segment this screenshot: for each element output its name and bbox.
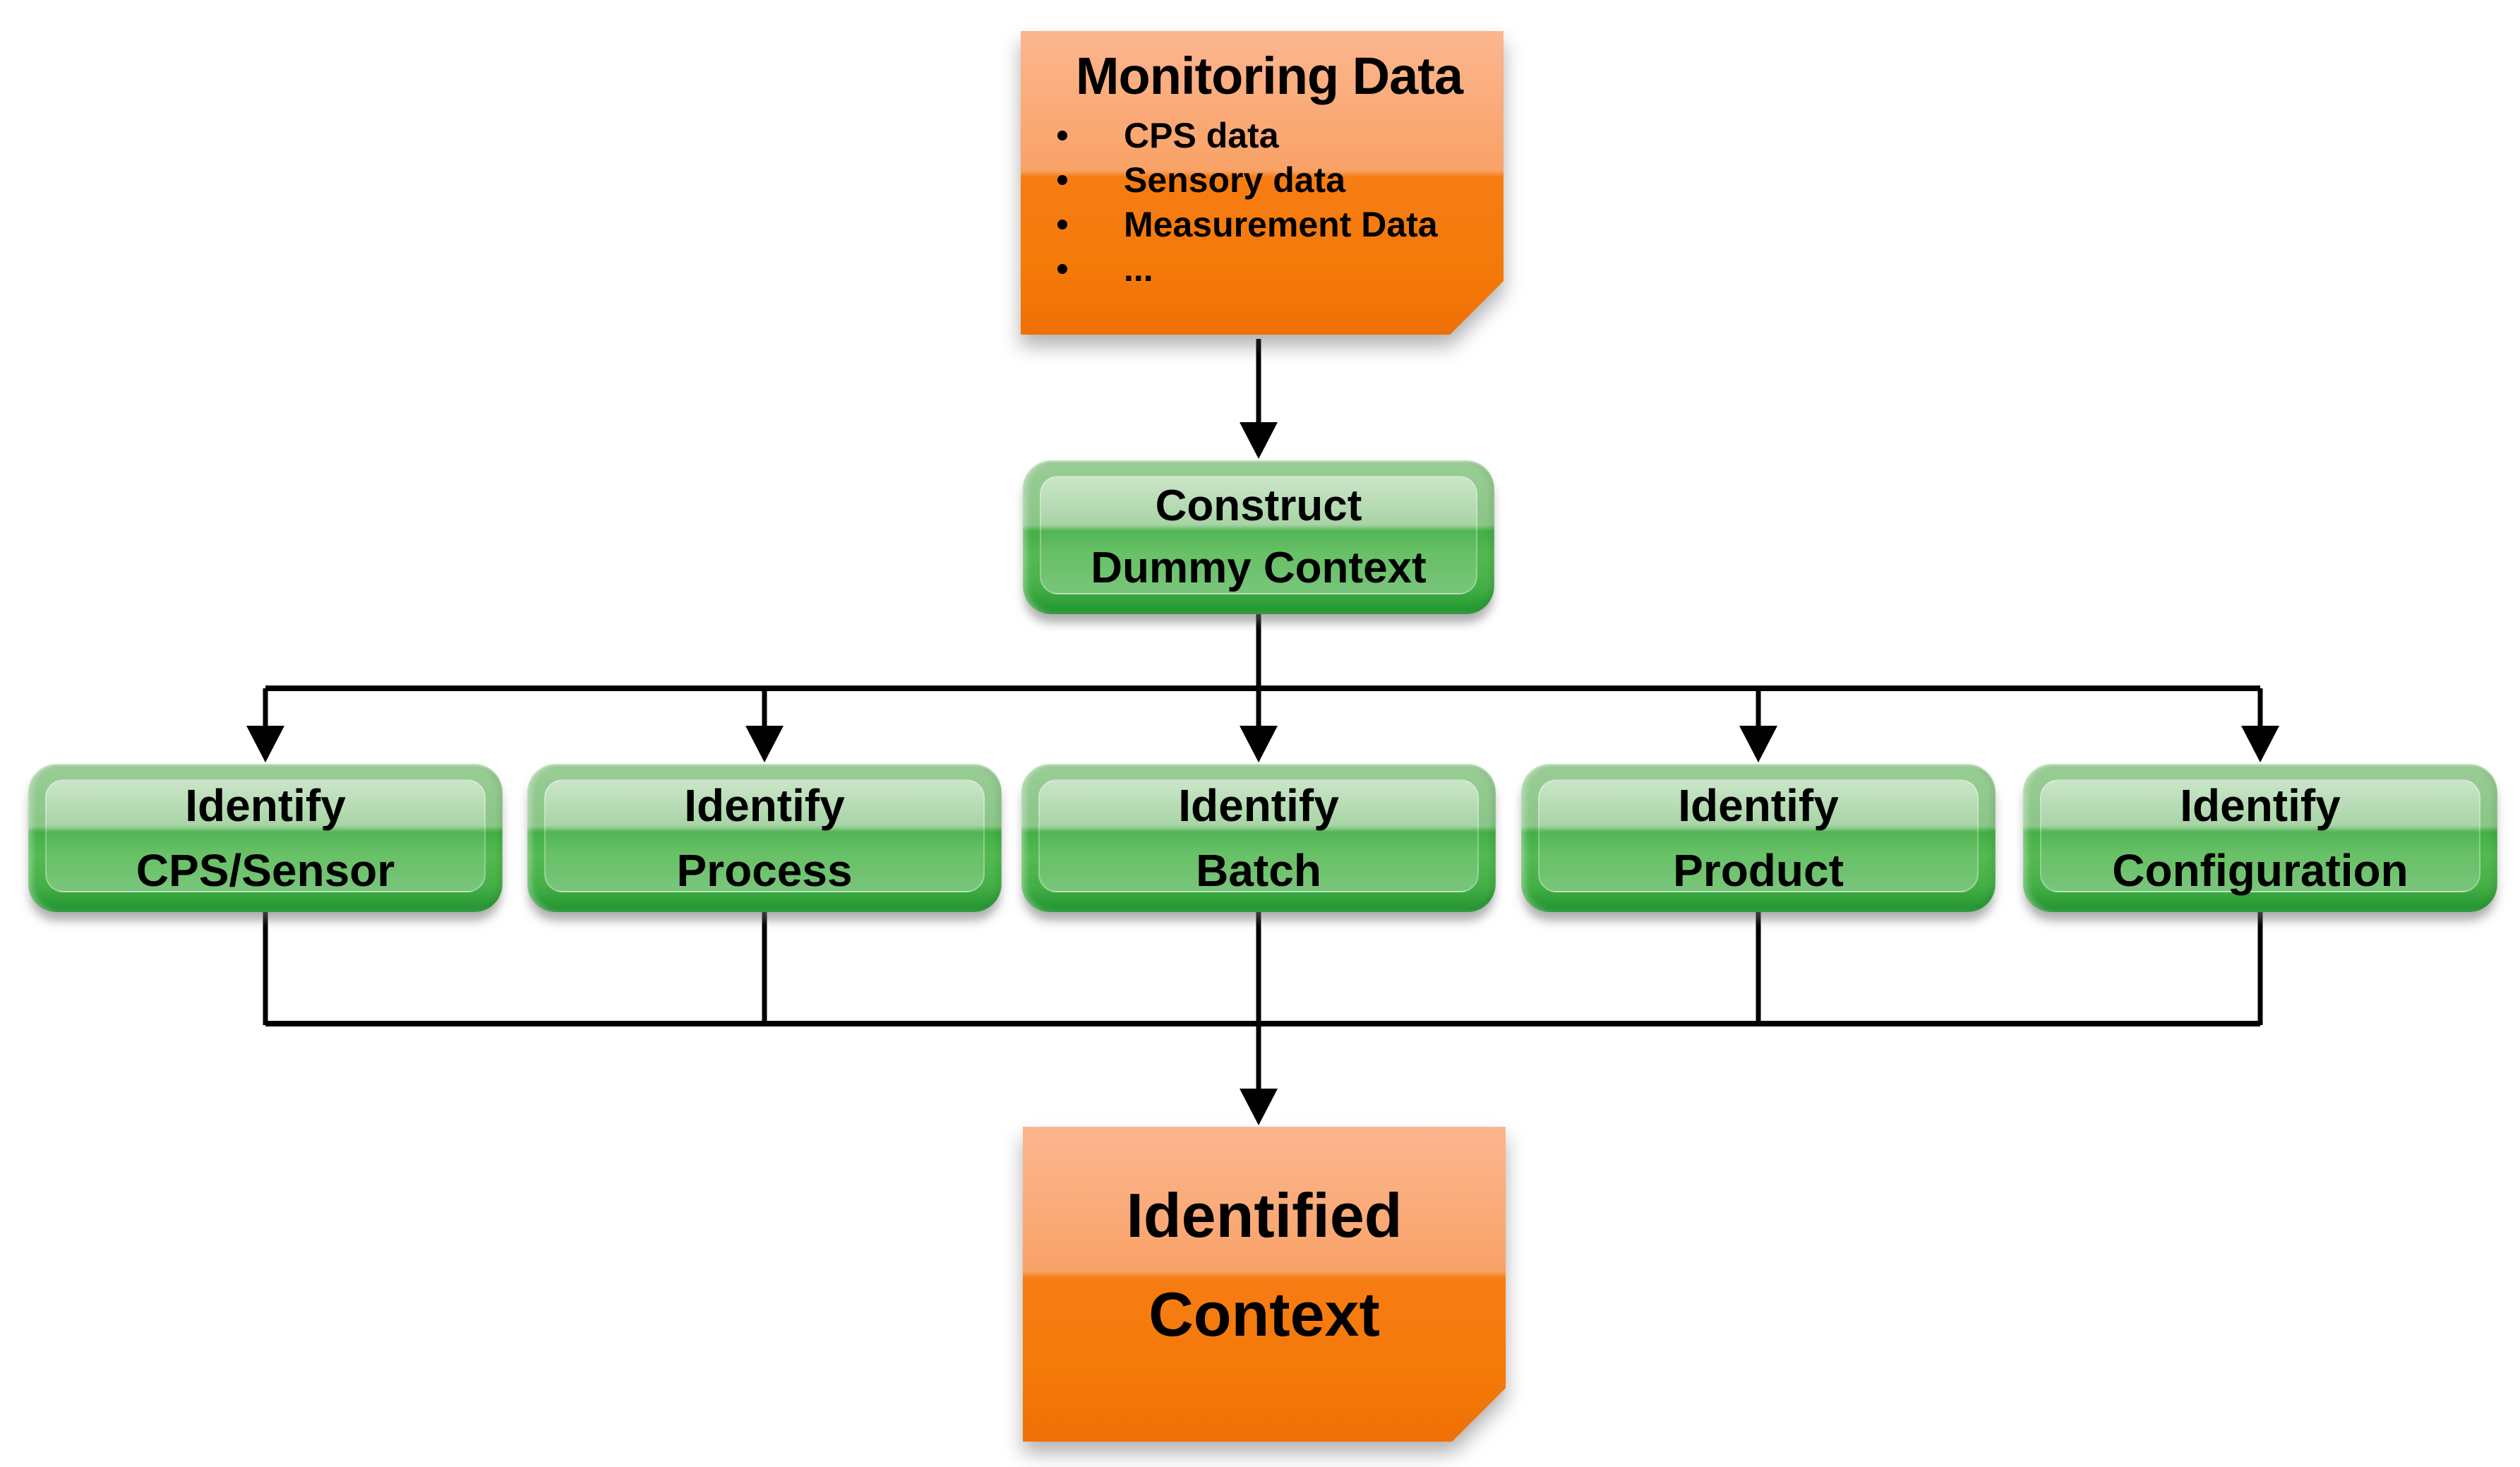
arrowhead-into-identify-product [1739, 726, 1777, 762]
gloss-overlay [544, 779, 985, 892]
node-label-line1: Identify [1178, 780, 1339, 831]
note-identified-context: Identified Context [1023, 1127, 1506, 1442]
note-line1: Identified [1126, 1180, 1403, 1250]
node-label-line1: Identify [684, 780, 845, 831]
note-line2: Context [1148, 1279, 1380, 1349]
bullet-item: CPS data [1052, 113, 1487, 157]
gloss-overlay [45, 779, 486, 892]
note-identified-content: Identified Context [1023, 1127, 1506, 1442]
note-monitoring-content: Monitoring Data CPS data Sensory data Me… [1021, 31, 1504, 335]
bullet-item: Measurement Data [1052, 202, 1487, 246]
node-label: Identify Batch [1021, 764, 1496, 912]
bullet-text: CPS data [1124, 115, 1279, 155]
node-label-line2: Product [1673, 845, 1844, 896]
bullet-dot-icon [1057, 220, 1067, 229]
gloss-overlay [1040, 476, 1477, 594]
note-title: Monitoring Data [1075, 47, 1463, 105]
gloss-overlay [1538, 779, 1979, 892]
bullet-text: Sensory data [1124, 160, 1346, 200]
node-label-line1: Identify [1678, 780, 1839, 831]
node-label: Identify Process [527, 764, 1002, 912]
arrowhead-into-construct [1240, 422, 1278, 459]
node-identify-configuration: Identify Configuration [2023, 764, 2497, 912]
node-identify-process: Identify Process [527, 764, 1002, 912]
node-label-line2: Process [676, 845, 853, 896]
node-identify-batch: Identify Batch [1021, 764, 1496, 912]
bullet-dot-icon [1057, 175, 1067, 185]
node-label-line2: Dummy Context [1091, 544, 1427, 592]
note-monitoring-data-wrapper: Monitoring Data CPS data Sensory data Me… [1021, 31, 1504, 335]
gloss-overlay [1038, 779, 1479, 892]
node-label-line1: Construct [1155, 481, 1362, 530]
bullet-list: CPS data Sensory data Measurement Data .… [1052, 113, 1487, 291]
node-label: Identify CPS/Sensor [28, 764, 503, 912]
node-label: Construct Dummy Context [1023, 460, 1494, 614]
bullet-dot-icon [1057, 264, 1067, 274]
arrowhead-into-identify-cps-sensor [246, 726, 284, 762]
bullet-item: Sensory data [1052, 157, 1487, 202]
arrowhead-into-identify-batch [1240, 726, 1278, 762]
node-label-line2: Batch [1196, 845, 1321, 896]
note-identified-context-wrapper: Identified Context [1023, 1127, 1506, 1442]
node-label-line1: Identify [185, 780, 346, 831]
bullet-text: Measurement Data [1124, 204, 1438, 244]
node-label-line2: Configuration [2112, 845, 2408, 896]
node-label: Identify Product [1521, 764, 1996, 912]
arrowhead-into-identified-context [1240, 1089, 1278, 1125]
node-identify-product: Identify Product [1521, 764, 1996, 912]
node-construct-dummy-context: Construct Dummy Context [1023, 460, 1494, 614]
bullet-dot-icon [1057, 131, 1067, 140]
node-identify-cps-sensor: Identify CPS/Sensor [28, 764, 503, 912]
arrowhead-into-identify-configuration [2241, 726, 2279, 762]
gloss-overlay [2040, 779, 2480, 892]
note-monitoring-data: Monitoring Data CPS data Sensory data Me… [1021, 31, 1504, 335]
bullet-text: ... [1124, 249, 1153, 289]
arrowhead-into-identify-process [745, 726, 784, 762]
node-label-line1: Identify [2180, 780, 2341, 831]
bullet-item: ... [1052, 246, 1487, 291]
node-label-line2: CPS/Sensor [136, 845, 395, 896]
node-label: Identify Configuration [2023, 764, 2497, 912]
